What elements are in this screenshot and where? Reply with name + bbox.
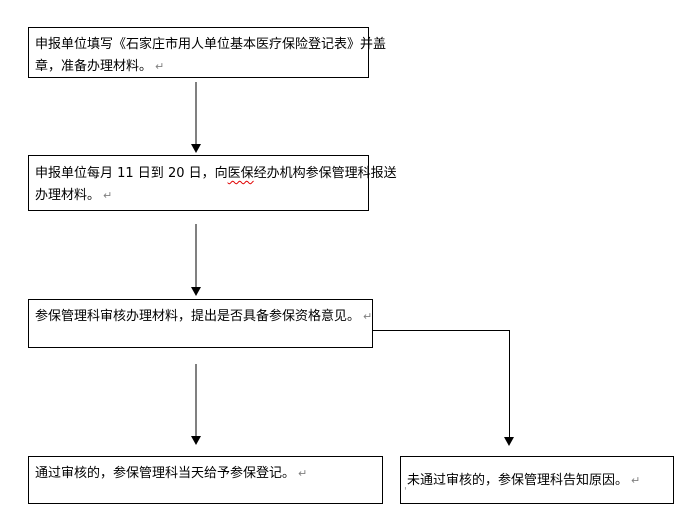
paragraph-mark-icon: ↵ bbox=[103, 189, 113, 202]
flow-step-review-materials: 参保管理科审核办理材料，提出是否具备参保资格意见。↵ bbox=[28, 299, 373, 348]
flow-arrow-1-stem bbox=[195, 82, 197, 144]
flow-arrow-pass-arrowhead-icon bbox=[191, 436, 201, 445]
flow-step-1-text-1: 申报单位填写《石家庄市用人单位基本医疗保险登记表》并盖 bbox=[35, 37, 387, 52]
flow-step-2-text-post: 经办机构参保管理科报送 bbox=[253, 166, 397, 181]
flow-result-pass-registration: 通过审核的，参保管理科当天给予参保登记。↵ bbox=[28, 456, 383, 504]
spellcheck-flagged-word: 医保 bbox=[227, 166, 254, 181]
paragraph-mark-icon: ↵ bbox=[363, 310, 373, 323]
flow-branch-vertical-line bbox=[509, 330, 510, 437]
flow-step-submit-materials: 申报单位每月 11 日到 20 日，向医保经办机构参保管理科报送 办理材料。↵ bbox=[28, 155, 397, 211]
paragraph-mark-icon: ↵ bbox=[631, 474, 641, 487]
paragraph-mark-icon: ↵ bbox=[155, 60, 165, 73]
flow-step-3-text: 参保管理科审核办理材料，提出是否具备参保资格意见。 bbox=[35, 309, 361, 324]
flow-step-2-text-2: 办理材料。 bbox=[35, 188, 101, 203]
flow-step-5-line-1: 未通过审核的，参保管理科告知原因。↵ bbox=[407, 470, 667, 492]
flow-step-2-line-1: 申报单位每月 11 日到 20 日，向医保经办机构参保管理科报送 bbox=[35, 163, 397, 185]
flow-arrow-pass-stem bbox=[195, 364, 197, 436]
flow-step-5-text: 未通过审核的，参保管理科告知原因。 bbox=[407, 473, 629, 488]
flow-step-1-line-2: 章，准备办理材料。↵ bbox=[35, 56, 362, 78]
paragraph-mark-icon: ↵ bbox=[298, 467, 308, 480]
flow-step-4-line-1: 通过审核的，参保管理科当天给予参保登记。↵ bbox=[35, 463, 376, 485]
flow-step-1-line-1: 申报单位填写《石家庄市用人单位基本医疗保险登记表》并盖 bbox=[35, 34, 386, 56]
flow-step-prepare-materials: 申报单位填写《石家庄市用人单位基本医疗保险登记表》并盖 章，准备办理材料。↵ bbox=[28, 27, 386, 78]
flow-branch-horizontal-line bbox=[373, 330, 509, 331]
flow-step-2-text-pre: 申报单位每月 11 日到 20 日，向 bbox=[35, 166, 228, 181]
flow-arrow-2-stem bbox=[195, 224, 197, 287]
flow-step-1-text-2: 章，准备办理材料。 bbox=[35, 59, 153, 74]
stray-punctuation-mark: ' bbox=[404, 486, 407, 497]
flow-arrow-fail-arrowhead-icon bbox=[504, 437, 514, 446]
flow-result-fail-notify-reason: 未通过审核的，参保管理科告知原因。↵ bbox=[400, 456, 674, 504]
flow-arrow-2-arrowhead-icon bbox=[191, 287, 201, 296]
flow-step-2-line-2: 办理材料。↵ bbox=[35, 185, 362, 207]
flow-step-4-text: 通过审核的，参保管理科当天给予参保登记。 bbox=[35, 466, 296, 481]
flow-step-3-line-1: 参保管理科审核办理材料，提出是否具备参保资格意见。↵ bbox=[35, 306, 372, 328]
flow-arrow-1-arrowhead-icon bbox=[191, 144, 201, 153]
